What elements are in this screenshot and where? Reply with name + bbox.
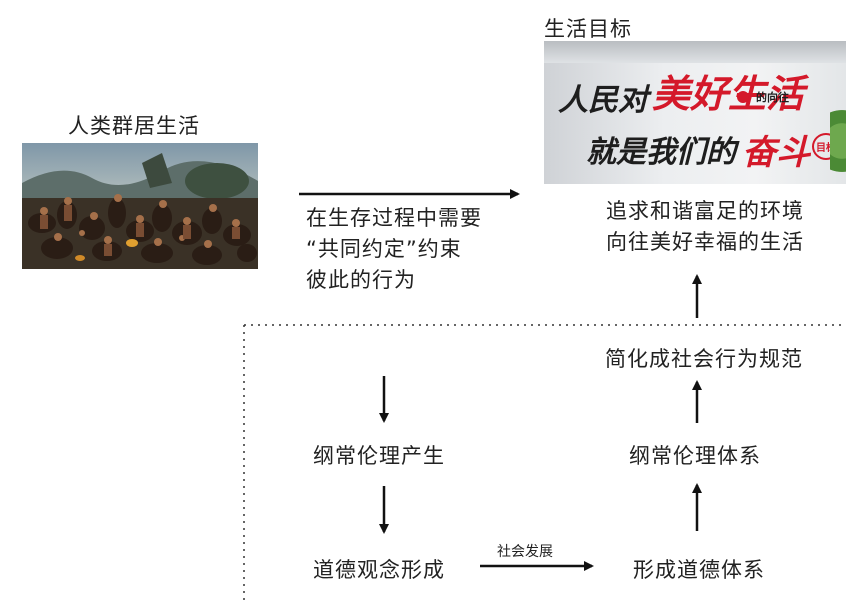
node-moral-system: 形成道德体系: [633, 558, 765, 582]
slogan-wall-image: 人民对 美好生活 的向往 就是我们的 奋斗 目标: [544, 41, 846, 184]
node-ethics-system: 纲常伦理体系: [629, 444, 761, 468]
slogan-line1-a: 人民对: [558, 83, 648, 118]
slogan-line2-a: 就是我们的: [586, 135, 736, 170]
slogan-line1-c: 的向往: [756, 91, 789, 104]
communal-agreement-label: 在生存过程中需要 “共同约定”约束 彼此的行为: [306, 206, 482, 292]
node-social-norms: 简化成社会行为规范: [605, 347, 803, 371]
dotted-frame: [243, 324, 846, 600]
slogan-line2-b: 奋斗: [742, 133, 810, 173]
life-goal-text: 追求和谐富足的环境 向往美好幸福的生活: [606, 199, 804, 254]
node-ethics-emerge: 纲常伦理产生: [313, 444, 445, 468]
slogan-line1-b: 美好生活: [652, 72, 805, 116]
node-moral-concept: 道德观念形成: [313, 558, 445, 582]
edge-label-social-development: 社会发展: [497, 544, 553, 560]
left-image-caption: 人类群居生活: [68, 114, 200, 138]
communal-life-image: [22, 143, 258, 269]
right-image-caption: 生活目标: [544, 17, 632, 41]
